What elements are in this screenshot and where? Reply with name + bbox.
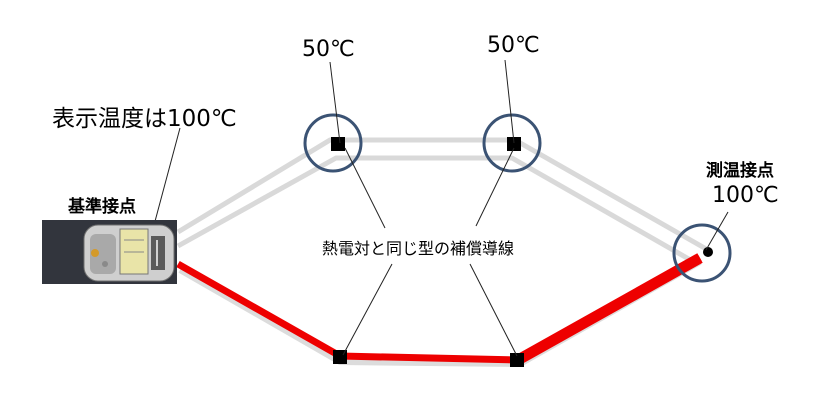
meter-button-icon [102,261,108,267]
compensating-wire-label: 熱電対と同じ型の補償導線 [322,239,514,258]
junction-node-lower-right [510,353,524,367]
junction-circle-left [303,113,363,173]
leader-wire-lower-right [469,263,518,357]
meter-power-icon [91,249,99,257]
junction-node-upper-right [507,137,521,151]
junction-node-upper-left [331,137,345,151]
leader-right-temp [504,59,515,144]
measuring-temp-label: 100℃ [712,183,779,208]
leader-wire-upper-left [344,147,386,229]
display-temp-label: 表示温度は100℃ [52,106,237,132]
leader-wire-lower-left [342,263,393,356]
meter-keypad [90,234,116,274]
junction-circle-right [482,113,542,173]
leader-lines [149,59,729,357]
upper-wire-outer [176,137,710,253]
upper-wire-pair [176,137,710,265]
lower-wire-red-thick [515,253,703,365]
leader-measuring [705,211,729,251]
upper-wire-inner [176,155,696,265]
leader-left-temp [329,61,341,144]
reference-junction-label: 基準接点 [67,196,136,217]
measuring-junction-circle [672,223,732,283]
reference-meter-device [42,220,177,284]
measuring-junction-dot [703,247,713,257]
measuring-junction-label: 測温接点 [706,160,774,181]
junction-right-temp-label: 50℃ [487,33,540,58]
leader-wire-upper-right [475,147,515,227]
junction-left-temp-label: 50℃ [302,37,355,62]
